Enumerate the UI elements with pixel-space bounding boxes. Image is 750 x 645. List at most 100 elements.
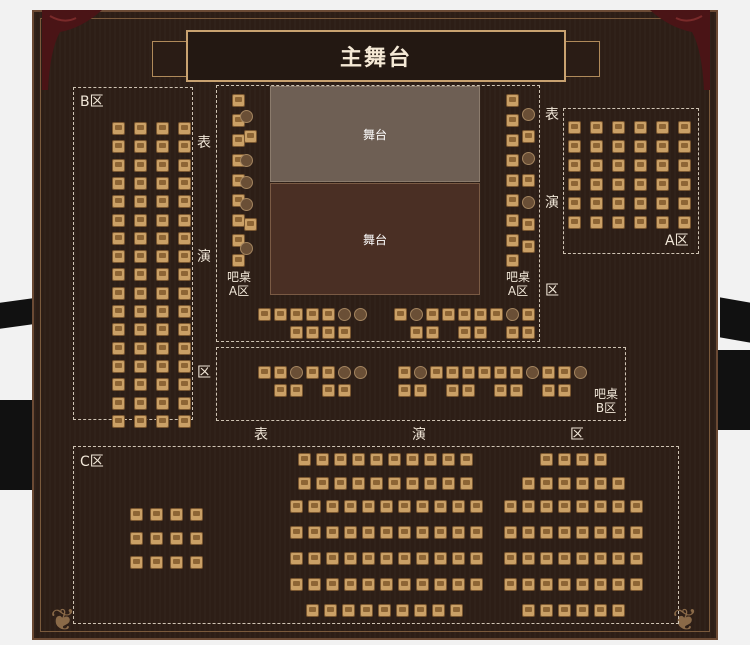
seat-bar-a[interactable] bbox=[274, 308, 287, 321]
seat-bar-b[interactable] bbox=[462, 366, 475, 379]
seat-bar-a[interactable] bbox=[322, 308, 335, 321]
seat-zone-a[interactable] bbox=[656, 121, 669, 134]
seat-bar-a[interactable] bbox=[506, 134, 519, 147]
seat-bar-b[interactable] bbox=[494, 366, 507, 379]
seat-zone-c[interactable] bbox=[594, 477, 607, 490]
seat-zone-c[interactable] bbox=[434, 500, 447, 513]
seat-zone-c[interactable] bbox=[416, 526, 429, 539]
seat-zone-c[interactable] bbox=[576, 453, 589, 466]
seat-bar-b[interactable] bbox=[322, 384, 335, 397]
seat-zone-c[interactable] bbox=[316, 453, 329, 466]
seat-zone-c[interactable] bbox=[424, 453, 437, 466]
seat-zone-c[interactable] bbox=[434, 578, 447, 591]
seat-zone-c[interactable] bbox=[630, 578, 643, 591]
seat-zone-c[interactable] bbox=[576, 578, 589, 591]
seat-zone-c[interactable] bbox=[450, 604, 463, 617]
seat-zone-a[interactable] bbox=[590, 178, 603, 191]
seat-bar-b[interactable] bbox=[478, 366, 491, 379]
seat-zone-c[interactable] bbox=[150, 508, 163, 521]
seat-zone-c[interactable] bbox=[470, 500, 483, 513]
seat-zone-c[interactable] bbox=[540, 604, 553, 617]
seat-zone-c[interactable] bbox=[522, 604, 535, 617]
seat-bar-a[interactable] bbox=[506, 94, 519, 107]
seat-zone-c[interactable] bbox=[290, 500, 303, 513]
bar-table-a[interactable] bbox=[240, 176, 253, 189]
seat-zone-a[interactable] bbox=[678, 178, 691, 191]
seat-zone-b[interactable] bbox=[156, 122, 169, 135]
seat-zone-c[interactable] bbox=[424, 477, 437, 490]
seat-zone-c[interactable] bbox=[370, 453, 383, 466]
seat-zone-b[interactable] bbox=[178, 231, 191, 245]
seat-zone-c[interactable] bbox=[594, 526, 607, 539]
seat-zone-c[interactable] bbox=[290, 578, 303, 591]
seat-bar-a[interactable] bbox=[506, 154, 519, 167]
seat-zone-c[interactable] bbox=[452, 526, 465, 539]
seat-bar-a[interactable] bbox=[306, 326, 319, 339]
seat-bar-b[interactable] bbox=[290, 384, 303, 397]
seat-zone-c[interactable] bbox=[362, 526, 375, 539]
bar-table-b[interactable] bbox=[526, 366, 539, 379]
seat-zone-c[interactable] bbox=[470, 526, 483, 539]
seat-zone-c[interactable] bbox=[558, 604, 571, 617]
seat-zone-a[interactable] bbox=[612, 178, 625, 191]
seat-zone-c[interactable] bbox=[344, 552, 357, 565]
seat-bar-a[interactable] bbox=[522, 240, 535, 253]
seat-zone-b[interactable] bbox=[156, 250, 169, 264]
seat-zone-c[interactable] bbox=[406, 477, 419, 490]
seat-zone-c[interactable] bbox=[342, 604, 355, 617]
seat-zone-c[interactable] bbox=[334, 477, 347, 490]
seat-zone-a[interactable] bbox=[612, 197, 625, 210]
seat-zone-b[interactable] bbox=[156, 359, 169, 373]
seat-zone-c[interactable] bbox=[460, 453, 473, 466]
seat-zone-b[interactable] bbox=[178, 414, 191, 428]
seat-zone-c[interactable] bbox=[150, 532, 163, 545]
seat-zone-a[interactable] bbox=[612, 159, 625, 172]
bar-table-a[interactable] bbox=[522, 152, 535, 165]
seat-zone-b[interactable] bbox=[178, 195, 191, 209]
seat-zone-b[interactable] bbox=[178, 378, 191, 392]
seat-bar-b[interactable] bbox=[446, 366, 459, 379]
seat-zone-b[interactable] bbox=[156, 305, 169, 318]
seat-zone-c[interactable] bbox=[576, 526, 589, 539]
seat-zone-c[interactable] bbox=[352, 477, 365, 490]
seat-zone-b[interactable] bbox=[134, 176, 147, 190]
seat-zone-c[interactable] bbox=[406, 453, 419, 466]
seat-zone-c[interactable] bbox=[130, 532, 143, 545]
seat-zone-b[interactable] bbox=[112, 122, 125, 135]
seat-zone-a[interactable] bbox=[634, 140, 647, 153]
seat-zone-c[interactable] bbox=[630, 500, 643, 513]
seat-zone-c[interactable] bbox=[378, 604, 391, 617]
seat-bar-b[interactable] bbox=[446, 384, 459, 397]
stage-upper[interactable]: 舞台 bbox=[270, 86, 480, 182]
seat-bar-b[interactable] bbox=[510, 366, 523, 379]
seat-zone-b[interactable] bbox=[112, 323, 125, 337]
seat-zone-c[interactable] bbox=[352, 453, 365, 466]
seat-zone-c[interactable] bbox=[360, 604, 373, 617]
seat-bar-a[interactable] bbox=[244, 218, 257, 231]
seat-zone-a[interactable] bbox=[656, 216, 669, 229]
seat-zone-c[interactable] bbox=[308, 578, 321, 591]
seat-zone-a[interactable] bbox=[678, 140, 691, 153]
seat-zone-a[interactable] bbox=[612, 140, 625, 153]
seat-zone-c[interactable] bbox=[504, 500, 517, 513]
seat-bar-a[interactable] bbox=[474, 326, 487, 339]
seat-bar-a[interactable] bbox=[506, 194, 519, 207]
seat-zone-c[interactable] bbox=[522, 552, 535, 565]
seat-zone-c[interactable] bbox=[576, 500, 589, 513]
seat-bar-a[interactable] bbox=[458, 326, 471, 339]
seat-zone-b[interactable] bbox=[112, 341, 125, 355]
seat-bar-b[interactable] bbox=[542, 366, 555, 379]
seat-bar-b[interactable] bbox=[398, 384, 411, 397]
seat-bar-a[interactable] bbox=[426, 326, 439, 339]
seat-zone-c[interactable] bbox=[326, 552, 339, 565]
seat-zone-b[interactable] bbox=[156, 268, 169, 282]
seat-zone-b[interactable] bbox=[134, 158, 147, 172]
seat-bar-b[interactable] bbox=[430, 366, 443, 379]
seat-zone-b[interactable] bbox=[134, 378, 147, 392]
seat-zone-c[interactable] bbox=[452, 552, 465, 565]
seat-zone-c[interactable] bbox=[344, 526, 357, 539]
seat-zone-b[interactable] bbox=[156, 414, 169, 428]
seat-zone-c[interactable] bbox=[170, 508, 183, 521]
bar-table-a[interactable] bbox=[410, 308, 423, 321]
seat-zone-b[interactable] bbox=[112, 305, 125, 318]
